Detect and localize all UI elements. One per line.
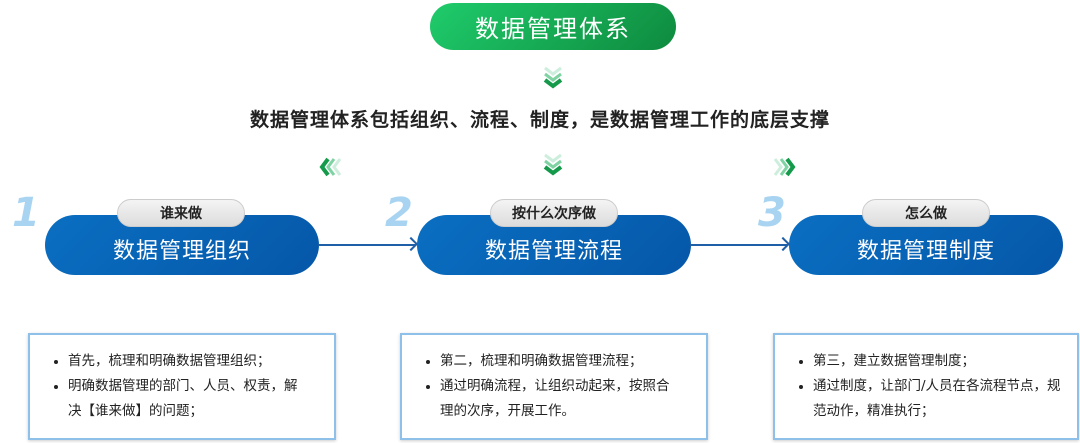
step-tag: 谁来做: [117, 199, 245, 227]
bullet-item: 通过明确流程，让组织动起来，按照合理的次序，开展工作。: [440, 374, 706, 424]
bullet-item: 第三，建立数据管理制度；: [813, 349, 1077, 374]
step-number: 3: [758, 190, 786, 236]
chevron-left-icon: [319, 157, 342, 177]
step-tag: 怎么做: [862, 199, 990, 227]
arrow-right: [690, 244, 788, 246]
chevron-right-icon: [773, 157, 796, 177]
arrow-right: [318, 244, 416, 246]
step-pill-process: 数据管理流程: [417, 215, 691, 275]
description-box: 首先，梳理和明确数据管理组织； 明确数据管理的部门、人员、权责，解决【谁来做】的…: [28, 333, 336, 440]
chevron-down-icon: [543, 153, 563, 176]
step-number: 1: [12, 190, 40, 236]
chevron-down-icon: [543, 66, 563, 89]
bullet-item: 首先，梳理和明确数据管理组织；: [68, 349, 334, 374]
subtitle: 数据管理体系包括组织、流程、制度，是数据管理工作的底层支撑: [249, 109, 830, 131]
description-box: 第二，梳理和明确数据管理流程； 通过明确流程，让组织动起来，按照合理的次序，开展…: [400, 333, 708, 440]
step-tag: 按什么次序做: [490, 199, 618, 227]
bullet-item: 第二，梳理和明确数据管理流程；: [440, 349, 706, 374]
bullet-item: 明确数据管理的部门、人员、权责，解决【谁来做】的问题；: [68, 374, 334, 424]
description-box: 第三，建立数据管理制度； 通过制度，让部门/人员在各流程节点，规范动作，精准执行…: [773, 333, 1079, 440]
bullet-item: 通过制度，让部门/人员在各流程节点，规范动作，精准执行；: [813, 374, 1077, 424]
step-number: 2: [385, 190, 413, 236]
page-title: 数据管理体系: [430, 3, 676, 50]
